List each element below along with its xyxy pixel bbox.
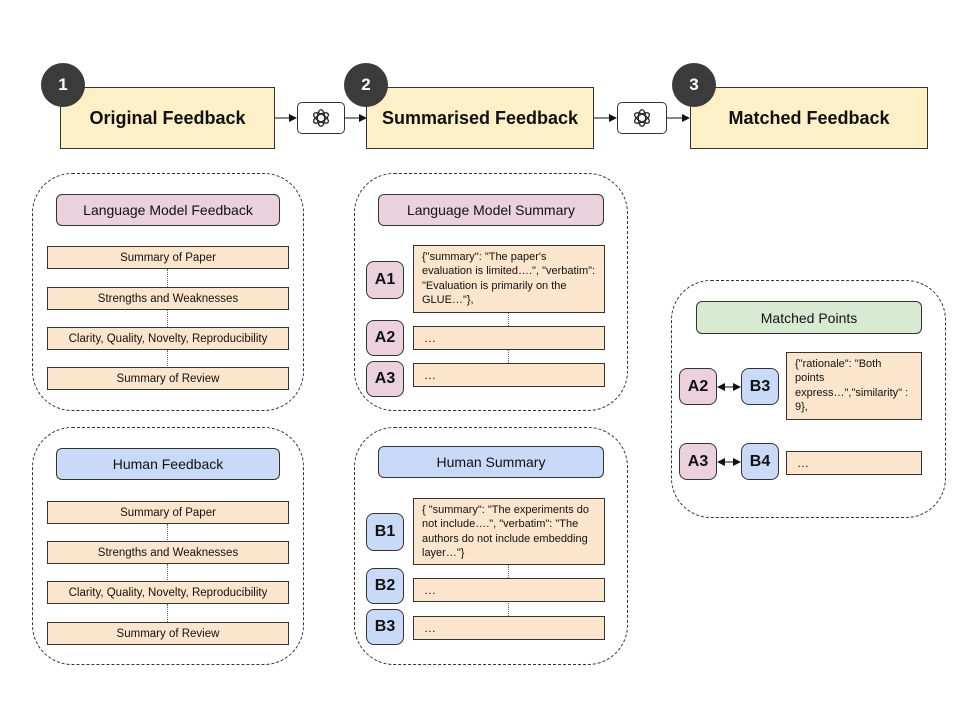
section-summary-of-paper: Summary of Paper [47, 246, 289, 269]
lm-summary-header: Language Model Summary [378, 194, 604, 226]
dotted-connector [167, 269, 168, 287]
match-id-b4: B4 [741, 443, 779, 480]
stage-label: Summarised Feedback [381, 107, 579, 128]
summary-text-a3: … [413, 363, 605, 387]
section-summary-of-paper: Summary of Paper [47, 501, 289, 524]
human-summary-header: Human Summary [378, 446, 604, 478]
summary-id-b1: B1 [366, 513, 404, 551]
match-text-1: {"rationale": "Both points express…","si… [786, 352, 922, 420]
human-summary-group [354, 427, 628, 665]
matched-points-group [671, 280, 946, 518]
section-summary-of-review: Summary of Review [47, 622, 289, 645]
stage-label: Matched Feedback [728, 107, 890, 128]
stage-matched-feedback: Matched Feedback [690, 87, 928, 149]
section-strengths-weaknesses: Strengths and Weaknesses [47, 541, 289, 564]
lm-summary-group [354, 173, 628, 411]
dotted-connector [167, 524, 168, 542]
human-feedback-group [32, 427, 304, 665]
dotted-connector [508, 565, 509, 578]
stage-original-feedback: Original Feedback [60, 87, 275, 149]
dotted-connector [508, 313, 509, 326]
step-badge-1: 1 [41, 63, 85, 107]
section-strengths-weaknesses: Strengths and Weaknesses [47, 287, 289, 310]
openai-logo-box-2 [617, 102, 667, 134]
match-id-a3: A3 [679, 443, 717, 480]
matched-points-header: Matched Points [696, 301, 922, 334]
dotted-connector [167, 309, 168, 327]
summary-text-b2: … [413, 578, 605, 602]
step-badge-2: 2 [344, 63, 388, 107]
match-id-a2: A2 [679, 368, 717, 405]
dotted-connector [167, 604, 168, 622]
summary-id-a2: A2 [366, 320, 404, 356]
section-clarity-quality: Clarity, Quality, Novelty, Reproducibili… [47, 581, 289, 604]
step-badge-3: 3 [672, 63, 716, 107]
openai-logo-icon [633, 109, 651, 127]
summary-id-a3: A3 [366, 361, 404, 397]
summary-text-a1: {"summary": "The paper's evaluation is l… [413, 245, 605, 313]
match-text-2: … [786, 451, 922, 475]
lm-feedback-header: Language Model Feedback [56, 194, 280, 226]
dotted-connector [508, 603, 509, 616]
match-id-b3: B3 [741, 368, 779, 405]
human-feedback-header: Human Feedback [56, 448, 280, 480]
section-clarity-quality: Clarity, Quality, Novelty, Reproducibili… [47, 327, 289, 350]
stage-summarised-feedback: Summarised Feedback [366, 87, 594, 149]
section-summary-of-review: Summary of Review [47, 367, 289, 390]
summary-text-a2: … [413, 326, 605, 350]
lm-feedback-group [32, 173, 304, 411]
summary-text-b1: { "summary": "The experiments do not inc… [413, 498, 605, 565]
stage-label: Original Feedback [89, 107, 246, 128]
openai-logo-box-1 [297, 102, 345, 134]
dotted-connector [167, 350, 168, 368]
dotted-connector [508, 350, 509, 363]
summary-text-b3: … [413, 616, 605, 640]
summary-id-a1: A1 [366, 261, 404, 299]
summary-id-b3: B3 [366, 609, 404, 645]
summary-id-b2: B2 [366, 568, 404, 604]
openai-logo-icon [312, 109, 330, 127]
dotted-connector [167, 564, 168, 582]
